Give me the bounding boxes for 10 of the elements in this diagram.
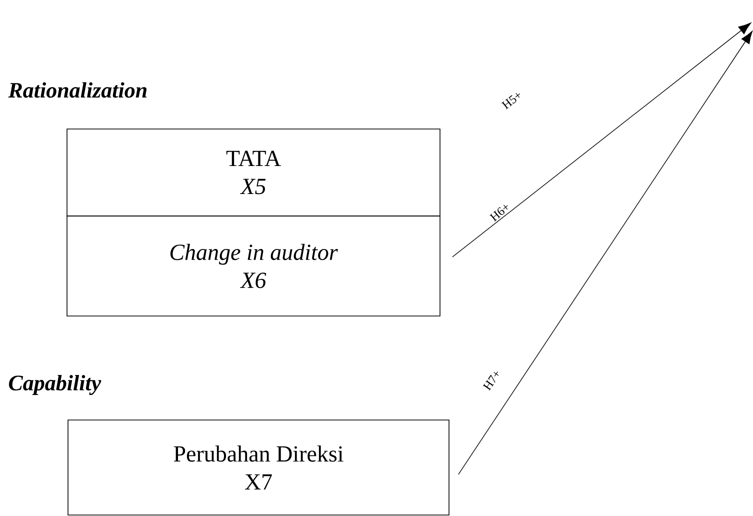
arrow xyxy=(458,30,752,475)
hypothesis-label: H5+ xyxy=(501,93,520,110)
edge-label: H7+ xyxy=(482,371,499,391)
edge-label: H6+ xyxy=(490,204,508,222)
arrow xyxy=(452,22,752,258)
variable-box: Change in auditor X6 xyxy=(66,216,440,316)
group-heading: Rationalization xyxy=(8,82,147,98)
variable-box: TATA X5 xyxy=(66,128,440,216)
variable-box: Perubahan Direksi X7 xyxy=(68,420,450,516)
group-heading: Capability xyxy=(8,375,102,395)
